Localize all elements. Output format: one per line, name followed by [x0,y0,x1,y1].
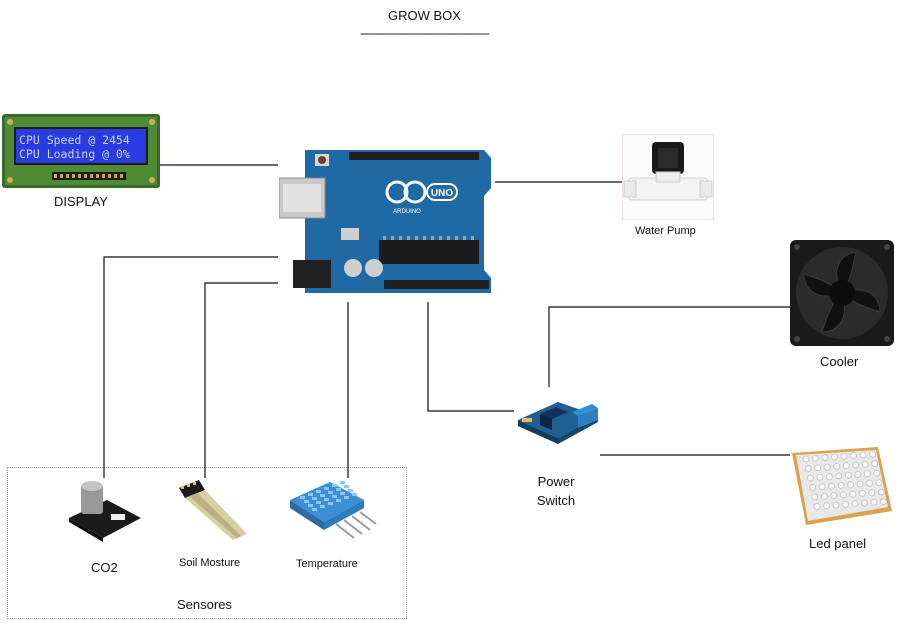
soil-label: Soil Mosture [179,557,241,569]
lcd-line-2: CPU Loading @ 0% [19,147,130,161]
temperature-sensor-image [290,481,377,539]
co2-label: CO2 [91,560,118,575]
led-panel-label: Led panel [809,536,867,551]
wire-cooler [548,306,792,387]
diagram-title: GROW BOX [388,8,461,23]
display-label: DISPLAY [54,194,108,209]
cooler-fan-image [790,240,894,346]
soil-sensor-image [179,480,247,540]
wire-soil [204,282,278,478]
cooler-label: Cooler [820,354,859,369]
board-model-text: UNO [431,188,453,199]
sensor-group-label: Sensores [177,597,232,612]
led-panel-image [792,447,892,525]
water-pump-label: Water Pump [635,225,696,237]
wire-power-switch [427,302,514,412]
lcd-display: CPU Speed @ 2454 CPU Loading @ 0% [2,114,160,188]
water-pump-image [622,134,714,220]
lcd-line-1: CPU Speed @ 2454 [19,133,130,147]
title-underline: ----------------------------------------… [360,26,490,40]
power-switch-label: Power Switch [536,474,576,508]
co2-sensor-image [69,481,141,542]
arduino-board: UNO ARDUINO [279,150,491,293]
temperature-label: Temperature [296,558,358,570]
wire-co2 [103,256,278,478]
relay-module-image [518,402,598,444]
sensor-group-box [7,467,407,619]
board-brand-text: ARDUINO [393,209,421,215]
